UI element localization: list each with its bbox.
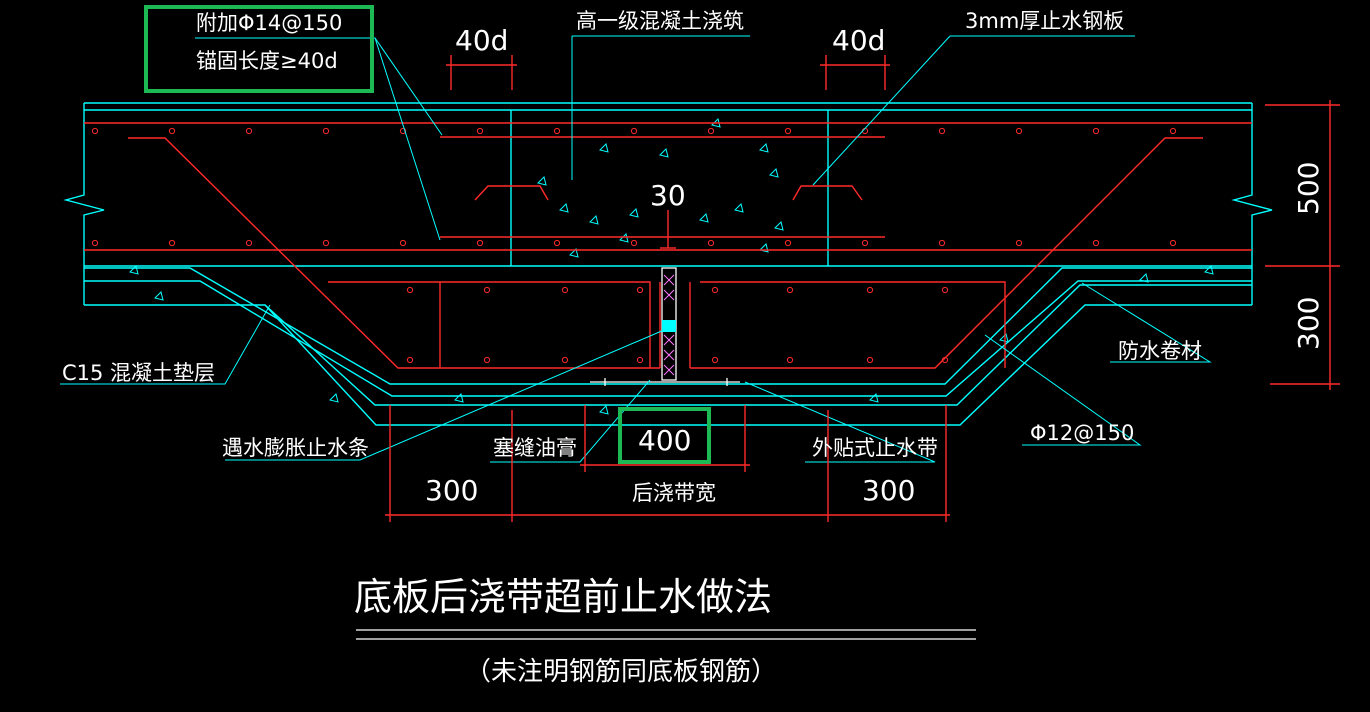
dim-gap-depth: 30 (650, 179, 686, 212)
rebar-dot (630, 239, 638, 247)
dim-sump-depth: 300 (1292, 297, 1325, 350)
rebar-dot (784, 239, 792, 247)
rebar-dot (786, 356, 794, 364)
label-high-grade-concrete: 高一级混凝土浇筑 (576, 9, 744, 33)
pour-band-box (510, 110, 829, 267)
rebar-dot (784, 127, 792, 135)
rebar-dot (561, 286, 569, 294)
rebar-dot (1092, 127, 1100, 135)
rebar-dot (399, 239, 407, 247)
dim-band-width: 400 (638, 424, 691, 457)
slab-outline (63, 102, 1273, 305)
label-extra-rebar-line1: 附加Φ14@150 (196, 11, 342, 35)
leader-lines (60, 35, 1212, 463)
rebar-dot (786, 286, 794, 294)
label-rebar-main: Φ12@150 (1030, 421, 1134, 445)
rebar-dot (938, 127, 946, 135)
rebar-lines (84, 122, 1252, 369)
rebar-dot (553, 127, 561, 135)
rebar-dot (1092, 239, 1100, 247)
rebar-dot (168, 127, 176, 135)
rebar-dot (711, 286, 719, 294)
label-waterproof-membrane: 防水卷材 (1118, 339, 1202, 363)
rebar-dot (707, 127, 715, 135)
rebar-dot (711, 356, 719, 364)
dimension-lines (385, 55, 1340, 522)
label-external-waterstop: 外贴式止水带 (812, 436, 938, 460)
rebar-dots (91, 127, 1177, 364)
rebar-dot (938, 239, 946, 247)
drawing-subtitle: （未注明钢筋同底板钢筋） (465, 657, 777, 687)
rebar-dot (636, 286, 644, 294)
rebar-dot (168, 239, 176, 247)
sump-layers (84, 267, 1252, 426)
label-extra-rebar-line2: 锚固长度≥40d (196, 49, 338, 73)
label-post-pour-width: 后浇带宽 (632, 481, 716, 505)
rebar-dot (561, 356, 569, 364)
rebar-dot (941, 356, 949, 364)
rebar-dot (636, 356, 644, 364)
rebar-dot (630, 127, 638, 135)
highlight-box-width (618, 407, 711, 464)
drawing-title: 底板后浇带超前止水做法 (354, 575, 772, 619)
rebar-dot (322, 239, 330, 247)
dim-slab-thickness: 500 (1292, 162, 1325, 215)
label-cushion-layer: C15 混凝土垫层 (62, 361, 215, 385)
rebar-dot (406, 286, 414, 294)
joint-detail (590, 267, 740, 386)
dim-anchor-left: 40d (455, 24, 508, 57)
rebar-dot (1015, 127, 1023, 135)
rebar-dot (483, 286, 491, 294)
label-swelling-strip: 遇水膨胀止水条 (222, 436, 369, 460)
rebar-dot (1169, 239, 1177, 247)
rebar-dot (866, 286, 874, 294)
rebar-dot (322, 127, 330, 135)
rebar-dot (866, 356, 874, 364)
rebar-dot (1015, 239, 1023, 247)
rebar-dot (245, 239, 253, 247)
dim-left-extension: 300 (425, 474, 478, 507)
rebar-dot (245, 127, 253, 135)
rebar-dot (406, 356, 414, 364)
dim-right-extension: 300 (862, 474, 915, 507)
rebar-dot (399, 127, 407, 135)
rebar-dot (483, 356, 491, 364)
highlight-box-rebar (144, 5, 374, 93)
rebar-dot (941, 286, 949, 294)
label-steel-plate: 3mm厚止水钢板 (965, 9, 1124, 33)
rebar-dot (553, 239, 561, 247)
label-sealant: 塞缝油膏 (493, 436, 577, 460)
rebar-dot (861, 239, 869, 247)
rebar-dot (707, 239, 715, 247)
rebar-dot (476, 127, 484, 135)
dim-anchor-right: 40d (832, 24, 885, 57)
rebar-dot (91, 239, 99, 247)
rebar-dot (476, 239, 484, 247)
rebar-dot (91, 127, 99, 135)
rebar-dot (1169, 127, 1177, 135)
